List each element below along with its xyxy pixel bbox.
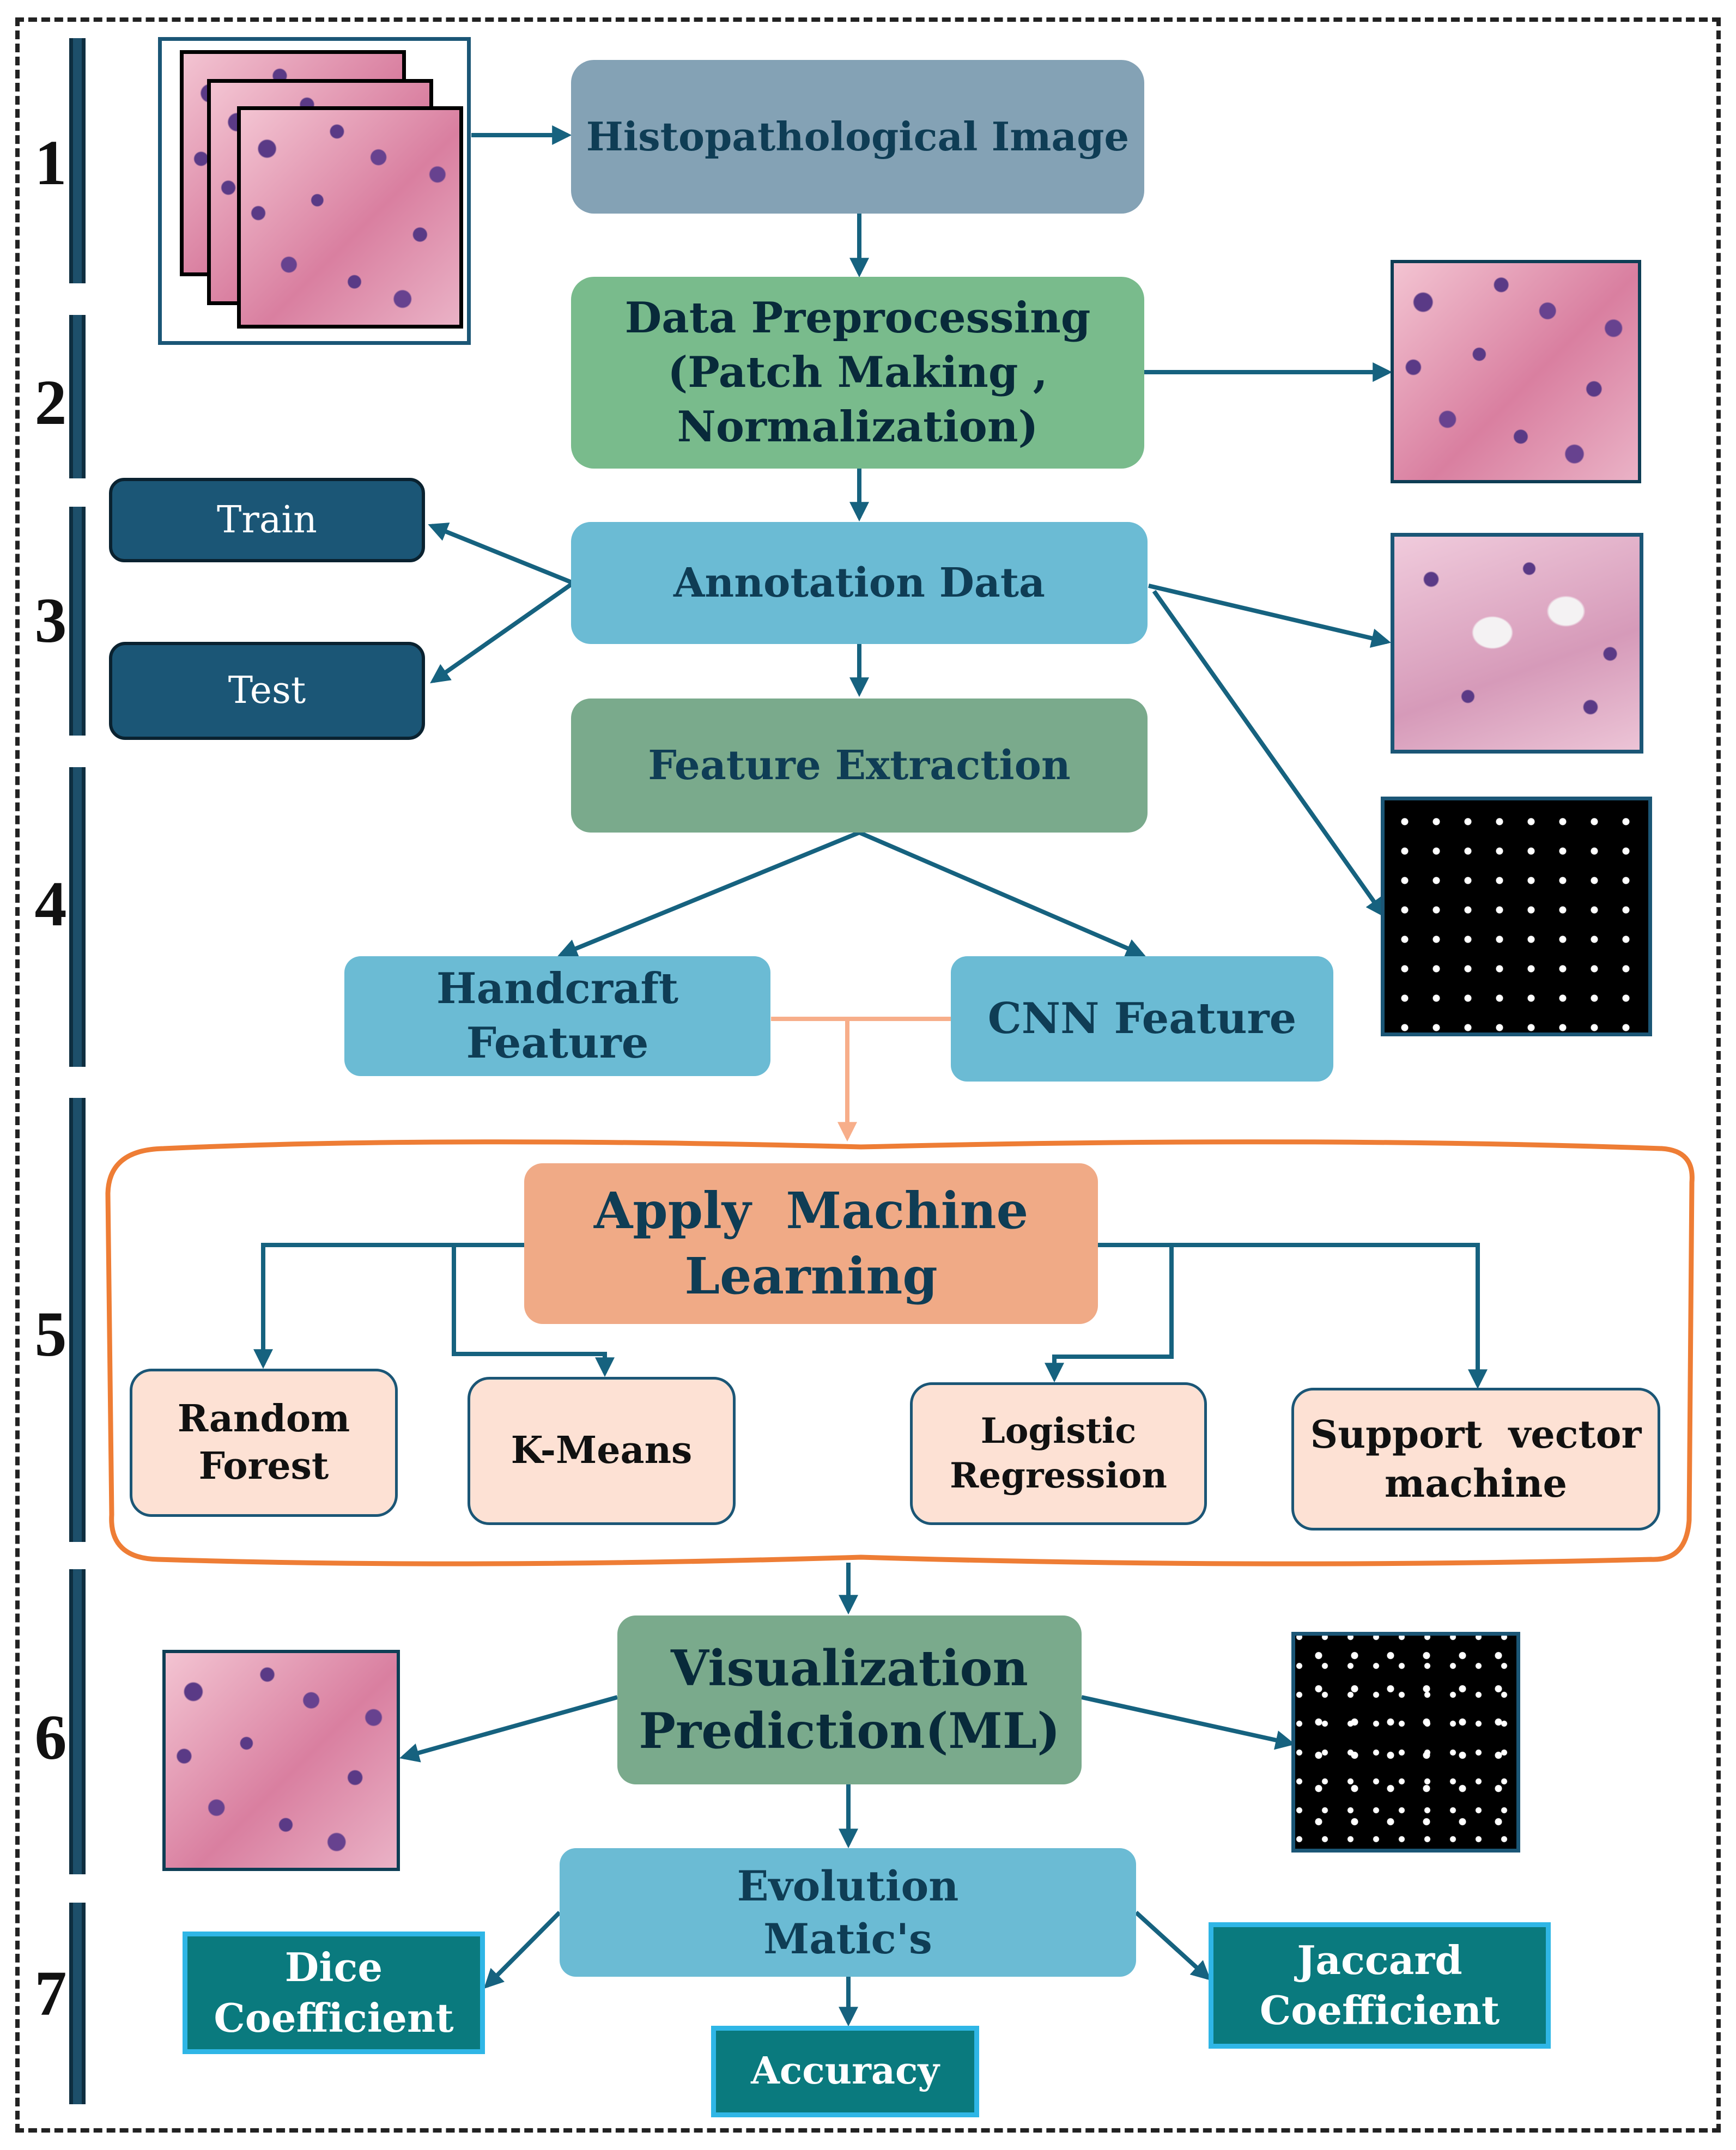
arrow-annotation-to-train: [428, 523, 574, 585]
arrow-feature-to-cnn: [858, 830, 1146, 958]
patch-image: [1391, 260, 1641, 483]
step-bar-1: [69, 38, 86, 283]
step-number-5: 5: [34, 1298, 67, 1370]
apply-machine-learning-node: Apply Machine Learning: [524, 1163, 1098, 1324]
cnn-feature-node: CNN Feature: [951, 956, 1333, 1082]
kmeans-node: K-Means: [468, 1377, 736, 1525]
step-number-7: 7: [34, 1958, 67, 2029]
ml-group-outline: [105, 1139, 1695, 1566]
step-bar-3: [69, 507, 86, 736]
annotation-image: [1391, 533, 1643, 754]
step-bar-4: [69, 767, 86, 1067]
arrow-evolution-to-dice: [483, 1911, 561, 1989]
arrow-visualization-to-right-mask: [1081, 1695, 1296, 1750]
support-vector-machine-node: Support vector machine: [1291, 1388, 1660, 1530]
train-node: Train: [109, 478, 425, 562]
step-number-4: 4: [34, 868, 67, 939]
histopathological-image-node: Histopathological Image: [571, 60, 1144, 214]
feature-extraction-node: Feature Extraction: [571, 699, 1148, 833]
annotation-data-node: Annotation Data: [571, 522, 1148, 644]
step-number-1: 1: [34, 127, 67, 198]
evolution-matics-node: Evolution Matic's: [560, 1848, 1136, 1977]
arrow-ml-to-svm: [1098, 1243, 1488, 1389]
step-number-3: 3: [34, 585, 67, 656]
random-forest-node: Random Forest: [130, 1369, 398, 1517]
visualization-prediction-node: Visualization Prediction(ML): [617, 1615, 1082, 1784]
step-bar-5: [69, 1098, 86, 1542]
arrow-ml-to-random-forest: [253, 1243, 524, 1369]
data-preprocessing-node: Data Preprocessing (Patch Making , Norma…: [571, 277, 1144, 469]
jaccard-coefficient-node: Jaccard Coefficient: [1209, 1922, 1551, 2049]
prediction-mask-image: [1291, 1632, 1520, 1853]
arrow-annotation-to-test: [430, 581, 575, 684]
dice-coefficient-node: Dice Coefficient: [183, 1932, 485, 2054]
arrow-annotation-to-mask: [1152, 590, 1386, 918]
annotation-mask-image: [1381, 797, 1652, 1036]
step-number-2: 2: [34, 367, 67, 438]
accuracy-node: Accuracy: [711, 2026, 979, 2117]
step-bar-2: [69, 315, 86, 478]
logistic-regression-node: Logistic Regression: [910, 1382, 1207, 1525]
prediction-image: [162, 1650, 400, 1871]
arrow-visualization-to-left-image: [399, 1695, 618, 1763]
arrow-evolution-to-jaccard: [1134, 1911, 1211, 1981]
handcraft-feature-node: Handcraft Feature: [344, 956, 770, 1076]
step-number-6: 6: [34, 1702, 67, 1773]
arrow-ml-to-kmeans: [452, 1245, 615, 1377]
arrow-feature-to-handcraft: [557, 830, 860, 958]
arrow-annotation-to-patch2: [1148, 584, 1392, 648]
input-image-layer-3: [237, 106, 463, 329]
step-bar-6: [69, 1569, 86, 1874]
test-node: Test: [109, 642, 425, 740]
step-bar-7: [69, 1903, 86, 2104]
outer-frame: [15, 17, 1721, 2133]
